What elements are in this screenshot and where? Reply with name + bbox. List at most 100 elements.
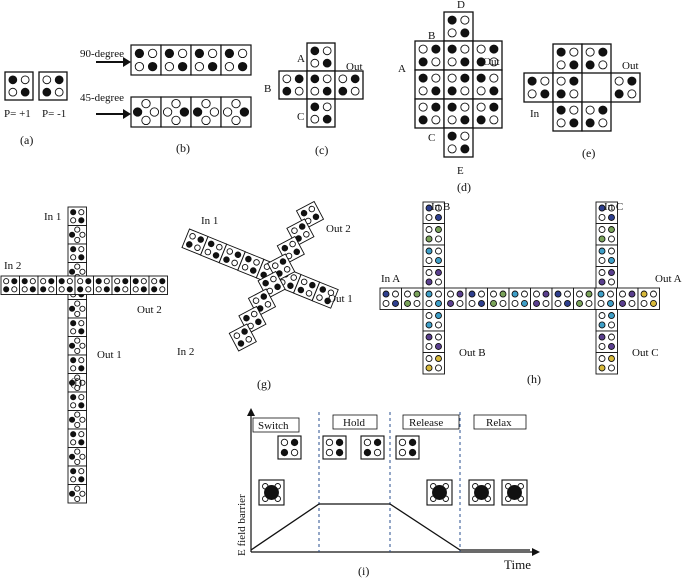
cell-dot: [335, 448, 344, 457]
cell-dot: [70, 439, 77, 446]
cell-frame: [422, 287, 445, 310]
cell-dot: [310, 58, 320, 68]
panel-h-horizontal-cell: [573, 287, 596, 310]
cell-dot: [418, 57, 428, 67]
cell-dot: [262, 279, 269, 287]
panel-i-y-arrowhead: [247, 408, 255, 416]
cell-dot: [305, 290, 313, 297]
cell-dot: [554, 290, 562, 298]
cell-dot: [404, 300, 411, 307]
cell-dot: [287, 282, 294, 289]
cell-frame: [130, 44, 162, 76]
cell-dot: [431, 73, 441, 83]
cell-frame: [595, 330, 618, 353]
panel-e-cell: [552, 43, 583, 74]
panel-f-horizontal-cell: [37, 275, 57, 295]
cell-dot: [460, 15, 470, 25]
panel-f-vertical-cell: [67, 206, 87, 226]
panel-h-column-b-cell: [422, 201, 445, 224]
cell-dot: [614, 76, 624, 86]
cell-frame: [148, 275, 168, 295]
cell-dot: [260, 271, 267, 279]
cell-frame: [595, 223, 618, 246]
panel-e-cell-in: [523, 72, 554, 103]
cell-dot: [159, 286, 166, 293]
panel-f-label-out2: Out 2: [137, 304, 162, 316]
phase-label-relax: Relax: [486, 417, 512, 429]
cell-dot: [77, 286, 84, 293]
cell-frame: [552, 72, 583, 103]
cell-frame: [443, 127, 474, 158]
cell-dot: [69, 231, 76, 238]
cell-dot: [418, 86, 428, 96]
cell-dot: [103, 286, 110, 293]
cell-frame: [581, 43, 612, 74]
cell-dot: [114, 286, 121, 293]
cell-frame: [306, 70, 336, 100]
cell-dot: [598, 247, 606, 255]
panel-d-label-out: Out: [483, 56, 500, 68]
cell-dot: [425, 247, 433, 255]
cell-dot: [78, 357, 85, 364]
cell-dot: [48, 278, 55, 285]
cell-dot: [460, 28, 470, 38]
panel-d-cell-d: [443, 11, 474, 42]
cell-dot: [447, 44, 457, 54]
cell-frame: [277, 435, 302, 460]
panel-f-label-out1: Out 1: [97, 349, 122, 361]
cell-dot: [598, 235, 606, 243]
panel-h-horizontal-cell: [444, 287, 467, 310]
cell-frame: [19, 275, 39, 295]
cell-dot: [132, 286, 139, 293]
cell-dot: [435, 355, 442, 362]
cell-dot: [533, 300, 540, 307]
cell-dot: [527, 89, 537, 99]
cell-dot: [597, 290, 605, 298]
cell-dot: [435, 247, 442, 255]
cell-dot: [435, 300, 442, 307]
cell-dot: [147, 61, 158, 72]
phase-box-relax: [473, 414, 527, 430]
cell-dot: [408, 448, 417, 457]
cell-frame: [472, 69, 503, 100]
panel-h-horizontal-cell: [465, 287, 488, 310]
panel-d-caption: (d): [457, 180, 471, 194]
cell-frame: [637, 287, 660, 310]
cell-frame: [414, 40, 445, 71]
cell-dot: [222, 107, 233, 117]
cell-dot: [79, 342, 86, 349]
panel-i-ylabel: E field barrier: [236, 494, 248, 556]
cell-frame: [56, 275, 76, 295]
cell-dot: [404, 290, 411, 298]
cell-dot: [431, 57, 441, 67]
cell-dot: [435, 290, 442, 298]
panel-b-label-45: 45-degree: [80, 92, 124, 104]
cell-dot: [310, 46, 320, 56]
cell-dot: [476, 57, 486, 67]
panel-c-label-b: B: [264, 83, 271, 95]
cell-dot: [569, 76, 579, 86]
panel-f-vertical-cell: [67, 243, 87, 263]
cell-dot: [66, 278, 73, 285]
cell-dot: [141, 115, 151, 126]
cell-dot: [281, 244, 289, 252]
cell-frame: [306, 42, 336, 72]
cell-dot: [447, 73, 457, 83]
cell-dot: [70, 328, 77, 335]
cell-frame: [422, 309, 445, 332]
cell-dot: [608, 364, 615, 372]
cell-dot: [20, 75, 30, 85]
cell-dot: [322, 46, 332, 56]
cell-dot: [418, 73, 428, 83]
cell-dot: [74, 485, 81, 492]
cell-dot: [282, 86, 292, 96]
cell-dot: [78, 328, 85, 335]
cell-frame: [472, 98, 503, 129]
panel-a-label-p-minus: P= -1: [42, 108, 66, 120]
cell-frame: [37, 275, 57, 295]
panel-d-cell-out: [472, 69, 503, 100]
cell-dot: [576, 300, 583, 307]
cell-frame: [414, 69, 445, 100]
cell-dot: [608, 312, 615, 319]
panel-h-caption: (h): [527, 372, 541, 386]
